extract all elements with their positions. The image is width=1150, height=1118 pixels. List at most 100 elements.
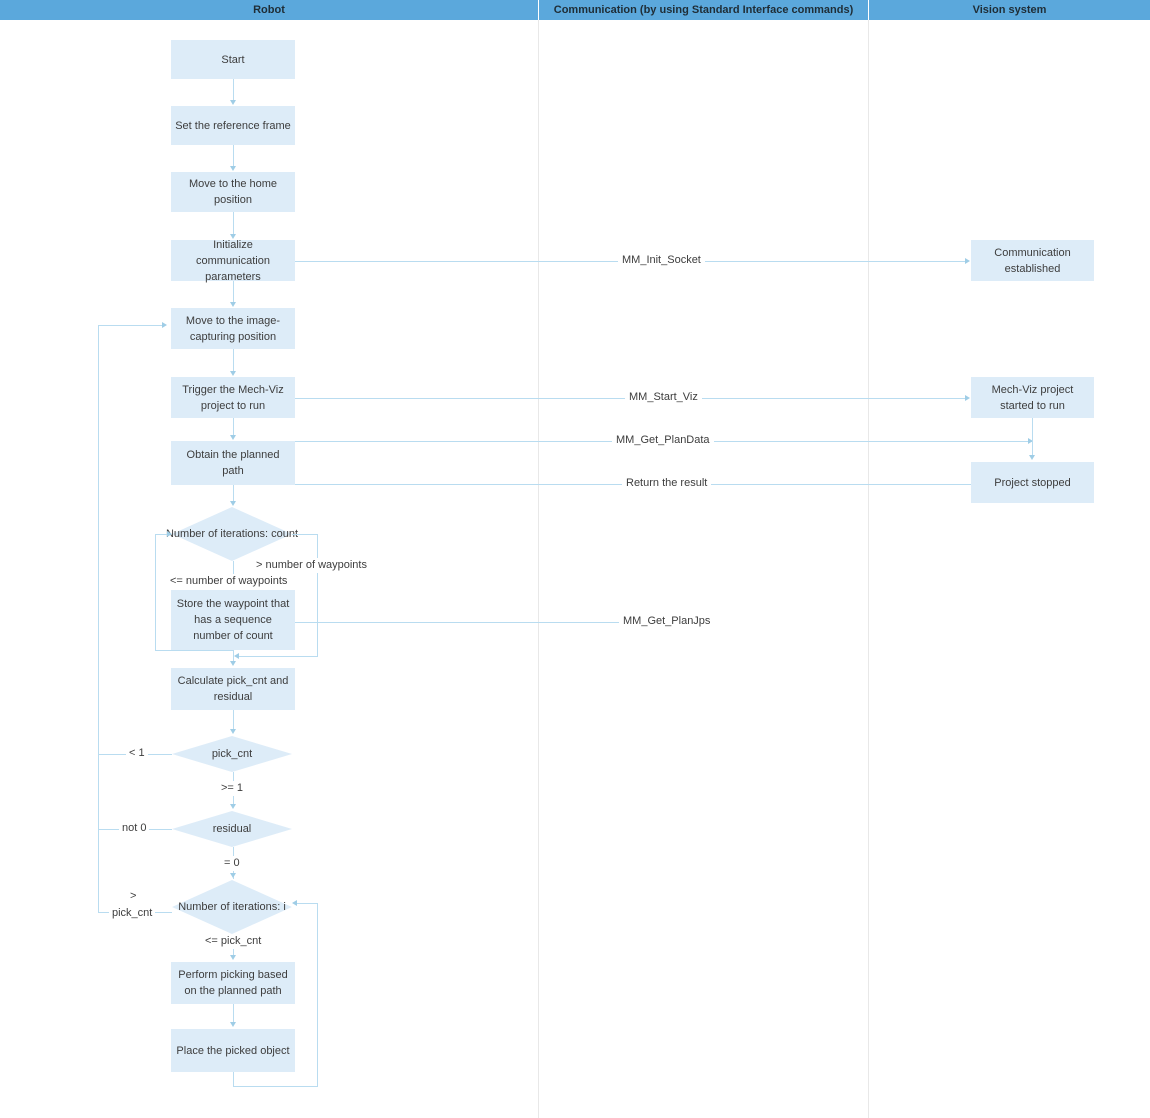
arrow-mm-get-plandata bbox=[1028, 437, 1033, 444]
decision-loop-i-label: Number of iterations: i bbox=[172, 880, 292, 934]
branch-label-lt-1: < 1 bbox=[126, 746, 148, 761]
connector-ltepickcnt-to-picking bbox=[233, 949, 234, 957]
arrow-mm-init-socket bbox=[965, 257, 970, 264]
message-label-return-the-result: Return the result bbox=[622, 476, 712, 491]
connector-start-to-reference bbox=[233, 79, 234, 101]
arrow-loopcount-right-merge bbox=[234, 652, 239, 659]
arrow-reference-to-home bbox=[229, 166, 236, 171]
connector-gte1-to-residual bbox=[233, 796, 234, 805]
arrow-capture-to-trigger bbox=[229, 371, 236, 376]
node-start-label: Start bbox=[221, 53, 245, 66]
node-obtain-planned-path-label: Obtain the planned path bbox=[186, 449, 280, 477]
lane-header-communication: Communication (by using Standard Interfa… bbox=[553, 4, 854, 16]
lane-header-separator-1 bbox=[538, 0, 539, 20]
node-calculate-pickcnt-label: Calculate pick_cnt and residual bbox=[177, 675, 289, 703]
connector-pickcnt-to-gte1 bbox=[233, 772, 234, 783]
arrow-store-loopback-to-loopcount bbox=[167, 530, 172, 537]
arrow-calculate-to-pickcnt bbox=[229, 729, 236, 734]
arrow-merge-to-calculate bbox=[229, 661, 236, 666]
node-perform-picking-label: Perform picking based on the planned pat… bbox=[178, 969, 288, 997]
node-place-object[interactable]: Place the picked object bbox=[171, 1029, 295, 1072]
node-move-home-label: Move to the home position bbox=[188, 178, 278, 206]
message-label-mm-get-plandata: MM_Get_PlanData bbox=[612, 433, 714, 448]
arrow-mechviz-to-stopped bbox=[1028, 455, 1035, 460]
node-project-stopped[interactable]: Project stopped bbox=[971, 462, 1094, 503]
connector-merge-to-calculate bbox=[233, 650, 234, 662]
node-project-stopped-label: Project stopped bbox=[994, 476, 1071, 489]
lane-header-separator-2 bbox=[868, 0, 869, 20]
decision-pick-cnt-text: pick_cnt bbox=[211, 748, 253, 760]
arrow-mm-start-viz bbox=[965, 394, 970, 401]
node-calculate-pickcnt[interactable]: Calculate pick_cnt and residual bbox=[171, 668, 295, 710]
node-perform-picking[interactable]: Perform picking based on the planned pat… bbox=[171, 962, 295, 1004]
lane-header-vision: Vision system bbox=[972, 4, 1047, 16]
node-move-image-capture[interactable]: Move to the image-capturing position bbox=[171, 308, 295, 349]
node-set-reference-frame-label: Set the reference frame bbox=[175, 119, 291, 132]
branch-label-lte-number-of-waypoints: <= number of waypoints bbox=[167, 574, 291, 589]
node-init-comm-params[interactable]: Initialize communication parameters bbox=[171, 239, 295, 283]
connector-mm-get-planjps bbox=[295, 622, 620, 623]
lane-divider-communication-vision bbox=[868, 20, 869, 1118]
node-store-waypoint[interactable]: Store the waypoint that has a sequence n… bbox=[171, 590, 295, 650]
connector-store-loopback-top bbox=[155, 534, 168, 535]
node-communication-established[interactable]: Communication established bbox=[971, 240, 1094, 281]
message-label-mm-get-planjps: MM_Get_PlanJps bbox=[619, 614, 715, 629]
branch-label-gt-number-of-waypoints: > number of waypoints bbox=[253, 558, 370, 573]
connector-picking-to-place bbox=[233, 1004, 234, 1023]
node-obtain-planned-path[interactable]: Obtain the planned path bbox=[171, 441, 295, 485]
connector-home-to-init bbox=[233, 212, 234, 235]
connector-loopcount-right-down bbox=[317, 534, 318, 657]
connector-obtain-to-loopcount bbox=[233, 485, 234, 502]
connector-reference-to-home bbox=[233, 145, 234, 167]
connector-capture-to-trigger bbox=[233, 349, 234, 372]
arrow-ltepickcnt-to-picking bbox=[229, 955, 236, 960]
arrow-left-rail-to-capture bbox=[162, 321, 167, 328]
node-move-image-capture-label: Move to the image-capturing position bbox=[185, 314, 281, 343]
decision-loop-i-text: Number of iterations: i bbox=[178, 901, 286, 913]
arrow-picking-to-place bbox=[229, 1022, 236, 1027]
decision-pick-cnt-label: pick_cnt bbox=[172, 736, 292, 772]
arrow-init-to-capture bbox=[229, 302, 236, 307]
connector-store-loopback-up bbox=[155, 534, 156, 650]
node-place-object-label: Place the picked object bbox=[176, 1044, 290, 1057]
decision-loop-count-text: Number of iterations: count bbox=[165, 528, 299, 540]
branch-label-lte-pickcnt: <= pick_cnt bbox=[202, 934, 265, 949]
connector-left-rail-vertical bbox=[98, 325, 99, 912]
connector-loopcount-right-exit bbox=[292, 534, 318, 535]
connector-place-to-loopback bbox=[233, 1072, 234, 1087]
decision-loop-i[interactable]: Number of iterations: i bbox=[172, 880, 292, 934]
connector-place-loopback-bottom bbox=[233, 1086, 318, 1087]
arrow-trigger-to-obtain bbox=[229, 435, 236, 440]
branch-label-eq-0: = 0 bbox=[221, 856, 243, 871]
arrow-obtain-to-loopcount bbox=[229, 501, 236, 506]
connector-residual-to-eq0 bbox=[233, 847, 234, 857]
decision-pick-cnt[interactable]: pick_cnt bbox=[172, 736, 292, 772]
lane-divider-robot-communication bbox=[538, 20, 539, 1118]
connector-trigger-to-obtain bbox=[233, 418, 234, 436]
branch-label-gte-1: >= 1 bbox=[218, 781, 247, 796]
connector-loopcount-right-merge bbox=[237, 656, 318, 657]
connector-left-rail-to-capture bbox=[98, 325, 163, 326]
decision-residual[interactable]: residual bbox=[172, 811, 292, 847]
node-init-comm-params-label: Initialize communication parameters bbox=[196, 238, 270, 283]
node-mechviz-started[interactable]: Mech-Viz project started to run bbox=[971, 377, 1094, 418]
node-move-home[interactable]: Move to the home position bbox=[171, 172, 295, 212]
lane-header-robot: Robot bbox=[253, 4, 285, 16]
swimlane-header-band bbox=[0, 0, 1150, 20]
node-trigger-mechviz[interactable]: Trigger the Mech-Viz project to run bbox=[171, 377, 295, 418]
node-set-reference-frame[interactable]: Set the reference frame bbox=[171, 106, 295, 145]
arrow-home-to-init bbox=[229, 234, 236, 239]
arrow-place-loopback-to-loopi bbox=[292, 899, 297, 906]
connector-calculate-to-pickcnt bbox=[233, 710, 234, 730]
arrow-gte1-to-residual bbox=[229, 804, 236, 809]
connector-mechviz-to-stopped bbox=[1032, 418, 1033, 456]
decision-residual-text: residual bbox=[212, 823, 252, 835]
decision-loop-count[interactable]: Number of iterations: count bbox=[166, 507, 298, 561]
message-label-mm-start-viz: MM_Start_Viz bbox=[625, 390, 702, 405]
branch-label-gt-pickcnt-line2: pick_cnt bbox=[109, 906, 156, 921]
node-start[interactable]: Start bbox=[171, 40, 295, 79]
node-store-waypoint-label: Store the waypoint that has a sequence n… bbox=[176, 598, 290, 642]
branch-label-not-0: not 0 bbox=[119, 821, 150, 836]
node-trigger-mechviz-label: Trigger the Mech-Viz project to run bbox=[182, 383, 284, 412]
